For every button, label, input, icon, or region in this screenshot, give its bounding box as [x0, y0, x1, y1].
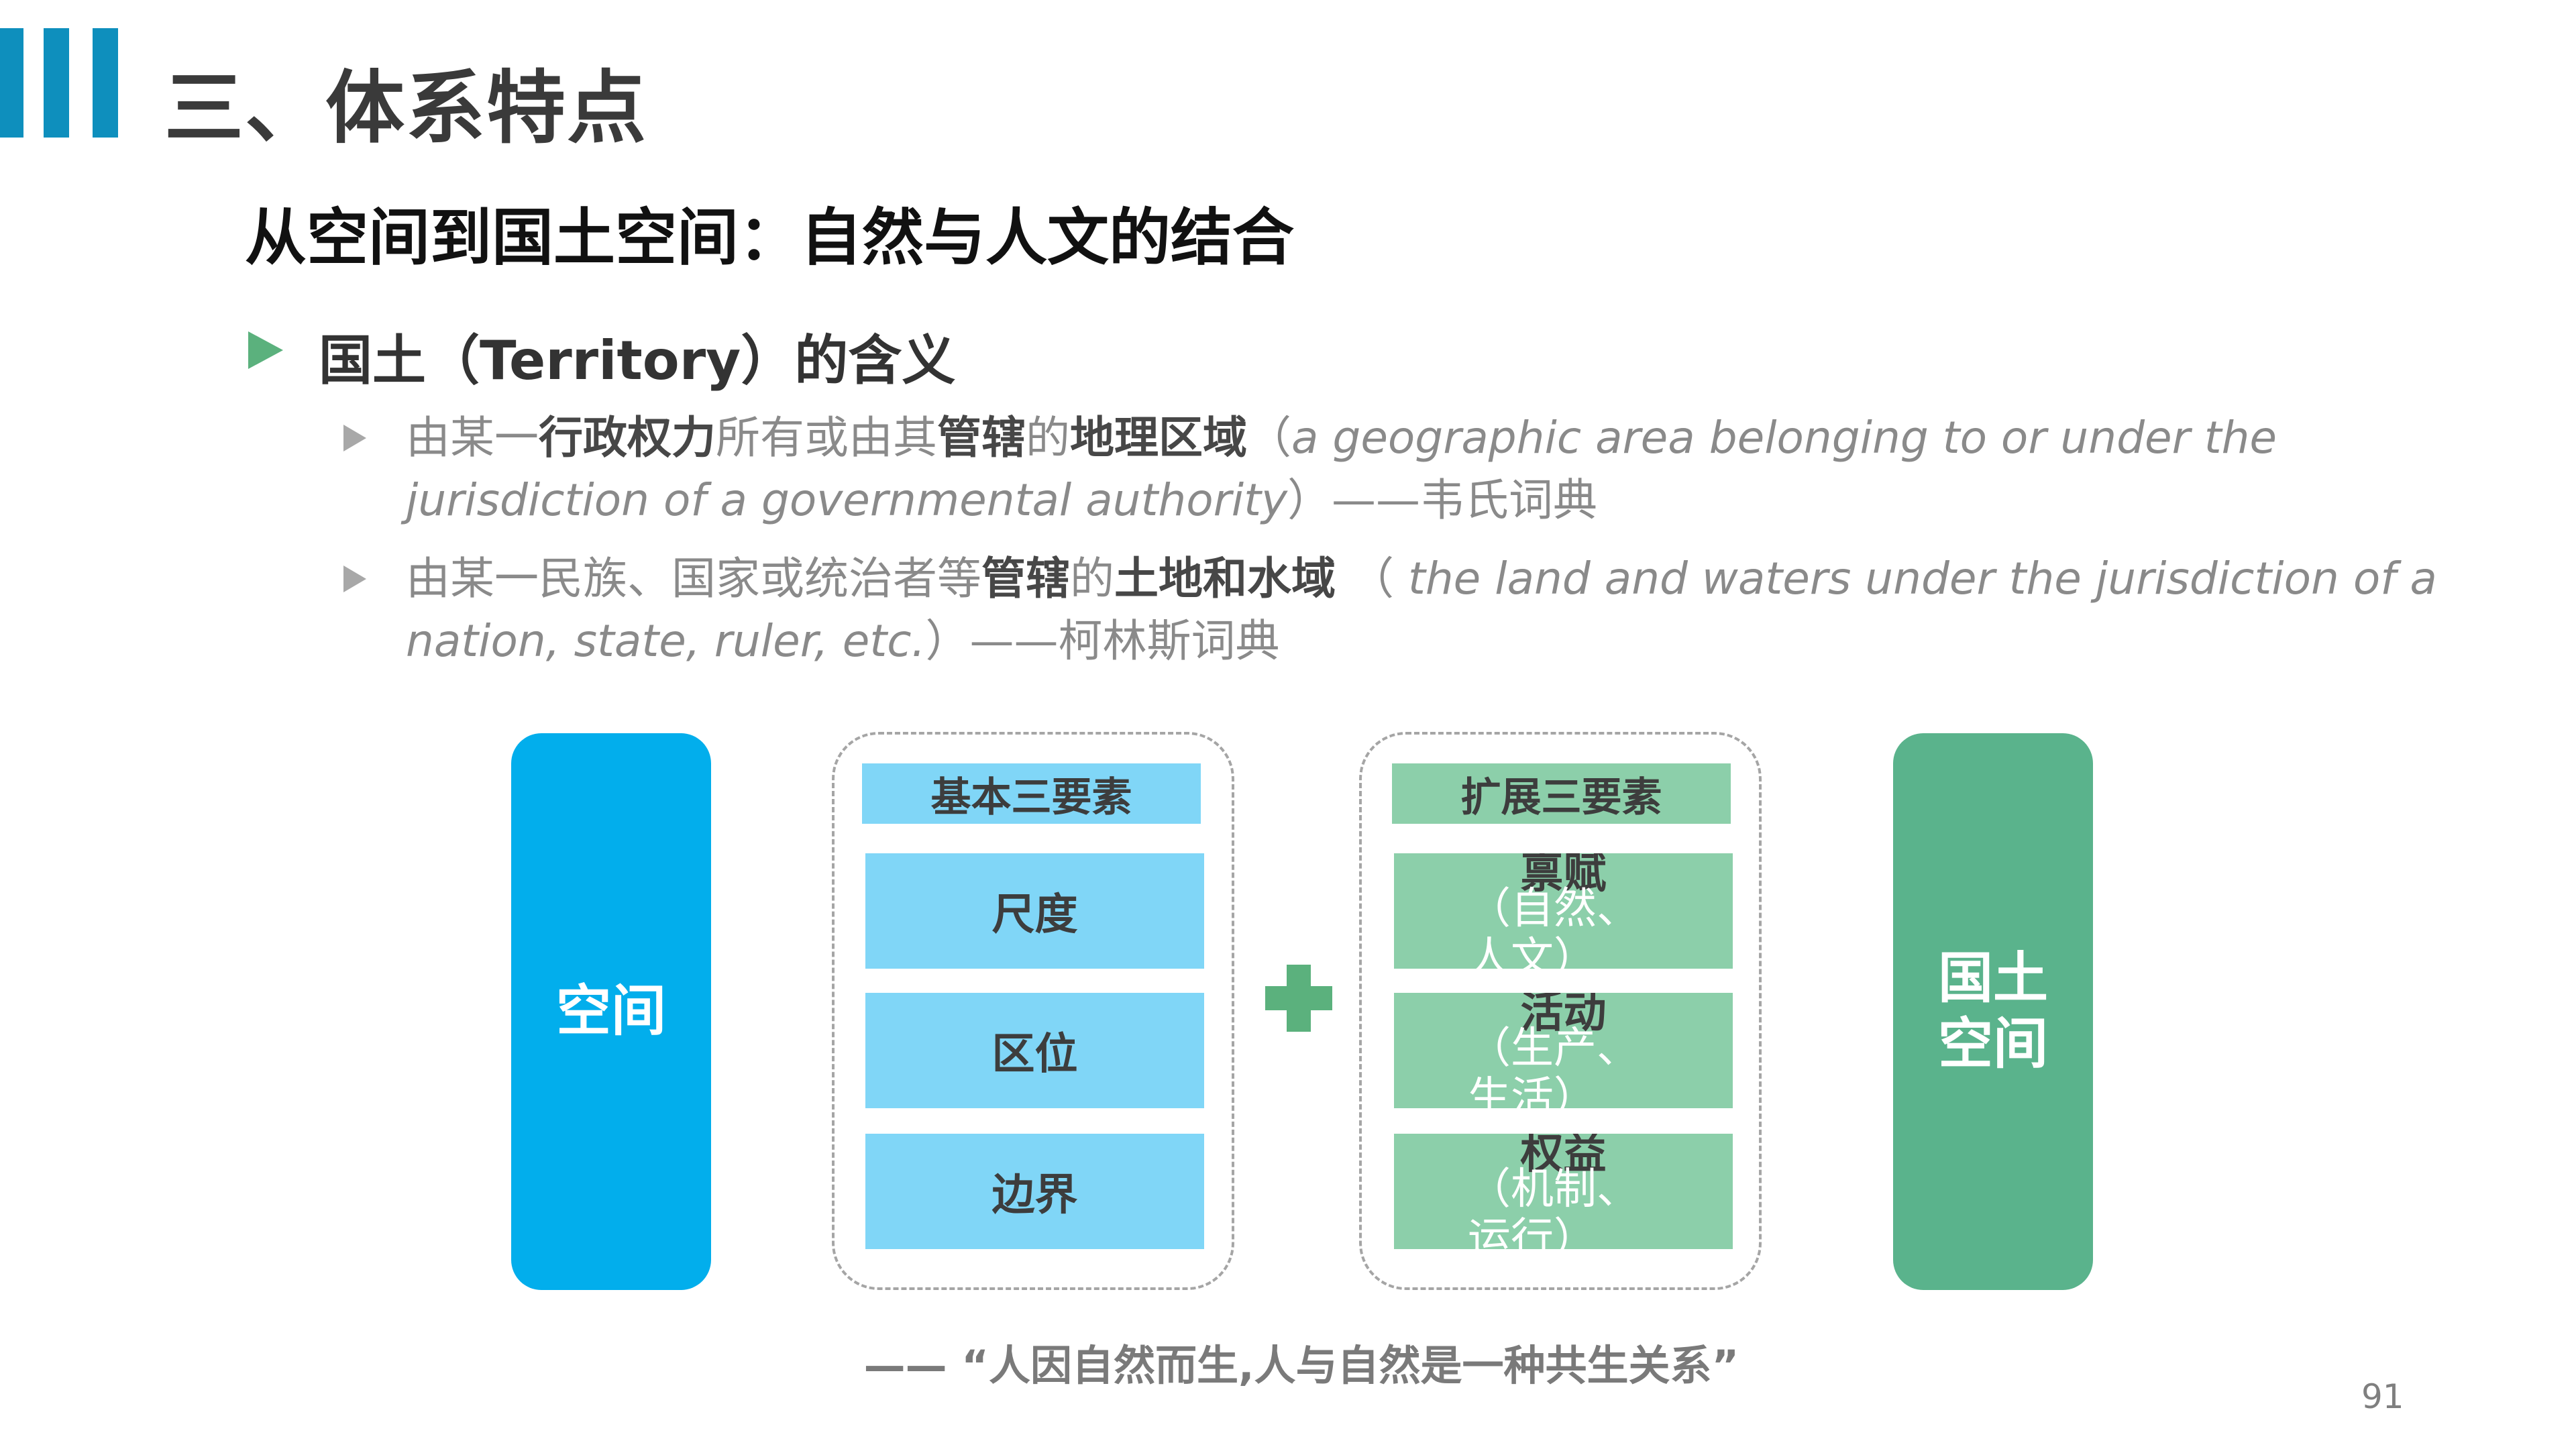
basic-element-location: 区位 [865, 993, 1204, 1108]
extended-element-name: 禀赋 [1520, 853, 1607, 898]
bullet-triangle-icon [343, 566, 366, 592]
page-number: 91 [2361, 1377, 2404, 1416]
extended-element-note: （自然、人文） [1468, 884, 1640, 969]
bullet-triangle-icon [248, 331, 283, 369]
basic-elements-group [832, 732, 1234, 1290]
header-bar-3 [93, 28, 118, 138]
definition-collins: 由某一民族、国家或统治者等管辖的土地和水域 （ the land and wat… [406, 553, 2437, 667]
basic-element-boundary: 边界 [865, 1134, 1204, 1249]
slide-subtitle: 从空间到国土空间：自然与人文的结合 [245, 202, 1295, 274]
territorial-space-box: 国土空间 [1893, 733, 2093, 1290]
extended-element-endowment: 禀赋 （自然、人文） [1394, 853, 1733, 969]
extended-element-name: 权益 [1520, 1134, 1607, 1179]
territorial-space-label: 国土空间 [1937, 947, 2048, 1076]
bullet-triangle-icon [343, 425, 366, 451]
extended-element-note: （生产、生活） [1468, 1024, 1640, 1108]
definition-webster: 由某一行政权力所有或由其管辖的地理区域（a geographic area be… [406, 412, 2277, 526]
header-bar-1 [0, 28, 23, 138]
extended-element-rights: 权益 （机制、运行） [1394, 1134, 1733, 1249]
extended-elements-group [1359, 732, 1762, 1290]
plus-icon-bar [1265, 986, 1332, 1010]
extended-element-name: 活动 [1520, 993, 1607, 1038]
section-heading: 国土（Territory）的含义 [319, 329, 956, 392]
space-label: 空间 [555, 979, 666, 1043]
extended-elements-header: 扩展三要素 [1392, 763, 1731, 824]
basic-element-scale: 尺度 [865, 853, 1204, 969]
header-bar-2 [44, 28, 69, 138]
closing-quote: —— “人因自然而生,人与自然是一种共生关系” [863, 1341, 1739, 1390]
basic-elements-header: 基本三要素 [862, 763, 1201, 824]
page-title: 三、体系特点 [164, 62, 648, 154]
extended-element-activity: 活动 （生产、生活） [1394, 993, 1733, 1108]
space-box: 空间 [511, 733, 711, 1290]
extended-element-note: （机制、运行） [1468, 1165, 1640, 1249]
